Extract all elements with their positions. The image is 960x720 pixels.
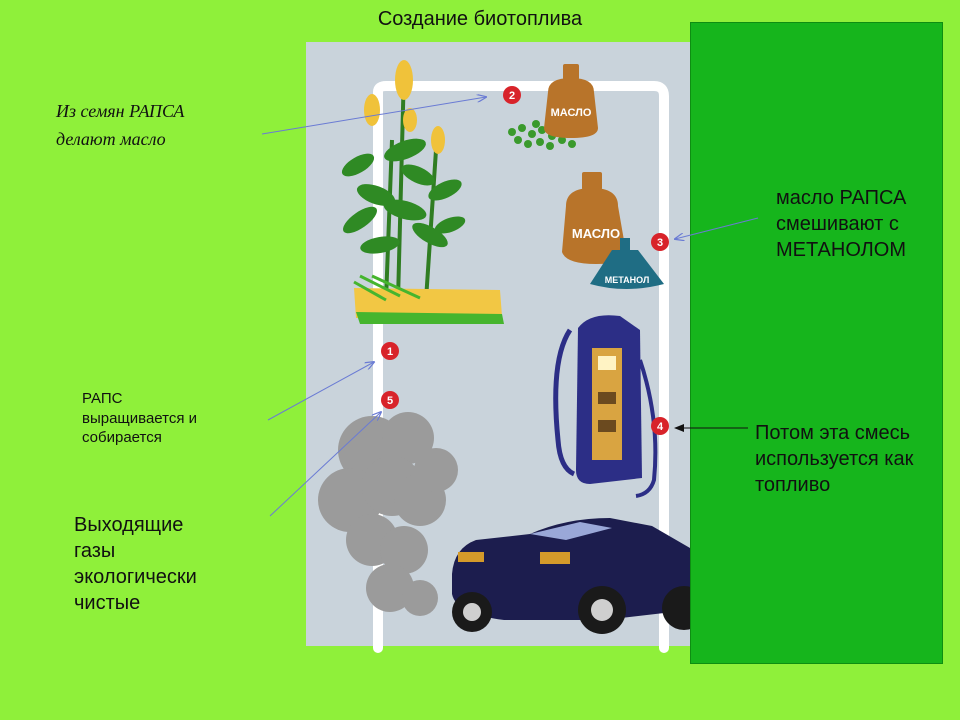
label-line: используется как: [755, 448, 914, 470]
label-line: Из семян РАПСА: [56, 101, 185, 121]
page-title: Создание биотоплива: [377, 8, 583, 30]
label-line: собирается: [82, 429, 162, 446]
label-line: Потом эта смесь: [755, 422, 911, 444]
step-badge-3: [651, 233, 669, 251]
rape-plant-icon: [341, 60, 466, 301]
oil-jar-label: МАСЛО: [572, 226, 620, 241]
cycle-path: [373, 81, 669, 653]
label-grown: РАПС выращивается и собирается: [82, 389, 197, 448]
step-number: 2: [509, 90, 515, 102]
methanol-label: МЕТАНОЛ: [605, 275, 650, 285]
exhaust-smoke-icon: [318, 412, 458, 616]
step-number: 1: [387, 346, 393, 358]
step-number: 3: [657, 237, 663, 249]
oil-jar-icon: [544, 64, 598, 138]
step-number: 5: [387, 395, 393, 407]
label-exhaust: Выходящие газы экологически чистые: [74, 512, 197, 616]
oil-jar-label: МАСЛО: [551, 107, 592, 119]
label-line: топливо: [755, 474, 831, 496]
label-line: экологически: [74, 566, 197, 588]
label-line: выращивается и: [82, 409, 198, 427]
step-number: 4: [657, 421, 664, 433]
methanol-funnel-icon: [590, 238, 664, 289]
car-icon: [452, 518, 706, 634]
pointer-grown: [267, 362, 374, 421]
label-seeds: Из семян РАПСА делают масло: [56, 98, 184, 154]
label-line: смешивают с: [776, 213, 899, 235]
label-line: масло РАПСА: [776, 187, 907, 209]
label-line: делают масло: [56, 128, 166, 149]
label-fuel: Потом эта смесь используется как топливо: [755, 420, 913, 498]
pointer-mix: [675, 217, 759, 239]
step-badge-2: [503, 86, 521, 104]
fuel-pump-icon: [553, 315, 658, 498]
explanation-box: [690, 22, 943, 664]
pointer-exhaust: [269, 412, 381, 517]
label-line: МЕТАНОЛОМ: [776, 239, 907, 261]
step-badge-1: [381, 342, 399, 360]
harvest-bundle-icon: [353, 274, 504, 324]
label-mix: масло РАПСА смешивают с МЕТАНОЛОМ: [776, 185, 906, 263]
step-badge-4: [651, 417, 669, 435]
oil-jar-icon: [562, 172, 626, 264]
label-line: газы: [74, 540, 116, 562]
label-line: чистые: [74, 592, 141, 614]
step-badge-5: [381, 391, 399, 409]
label-line: РАПС: [82, 390, 123, 407]
label-line: Выходящие: [74, 514, 184, 536]
pointer-seeds: [261, 97, 486, 135]
